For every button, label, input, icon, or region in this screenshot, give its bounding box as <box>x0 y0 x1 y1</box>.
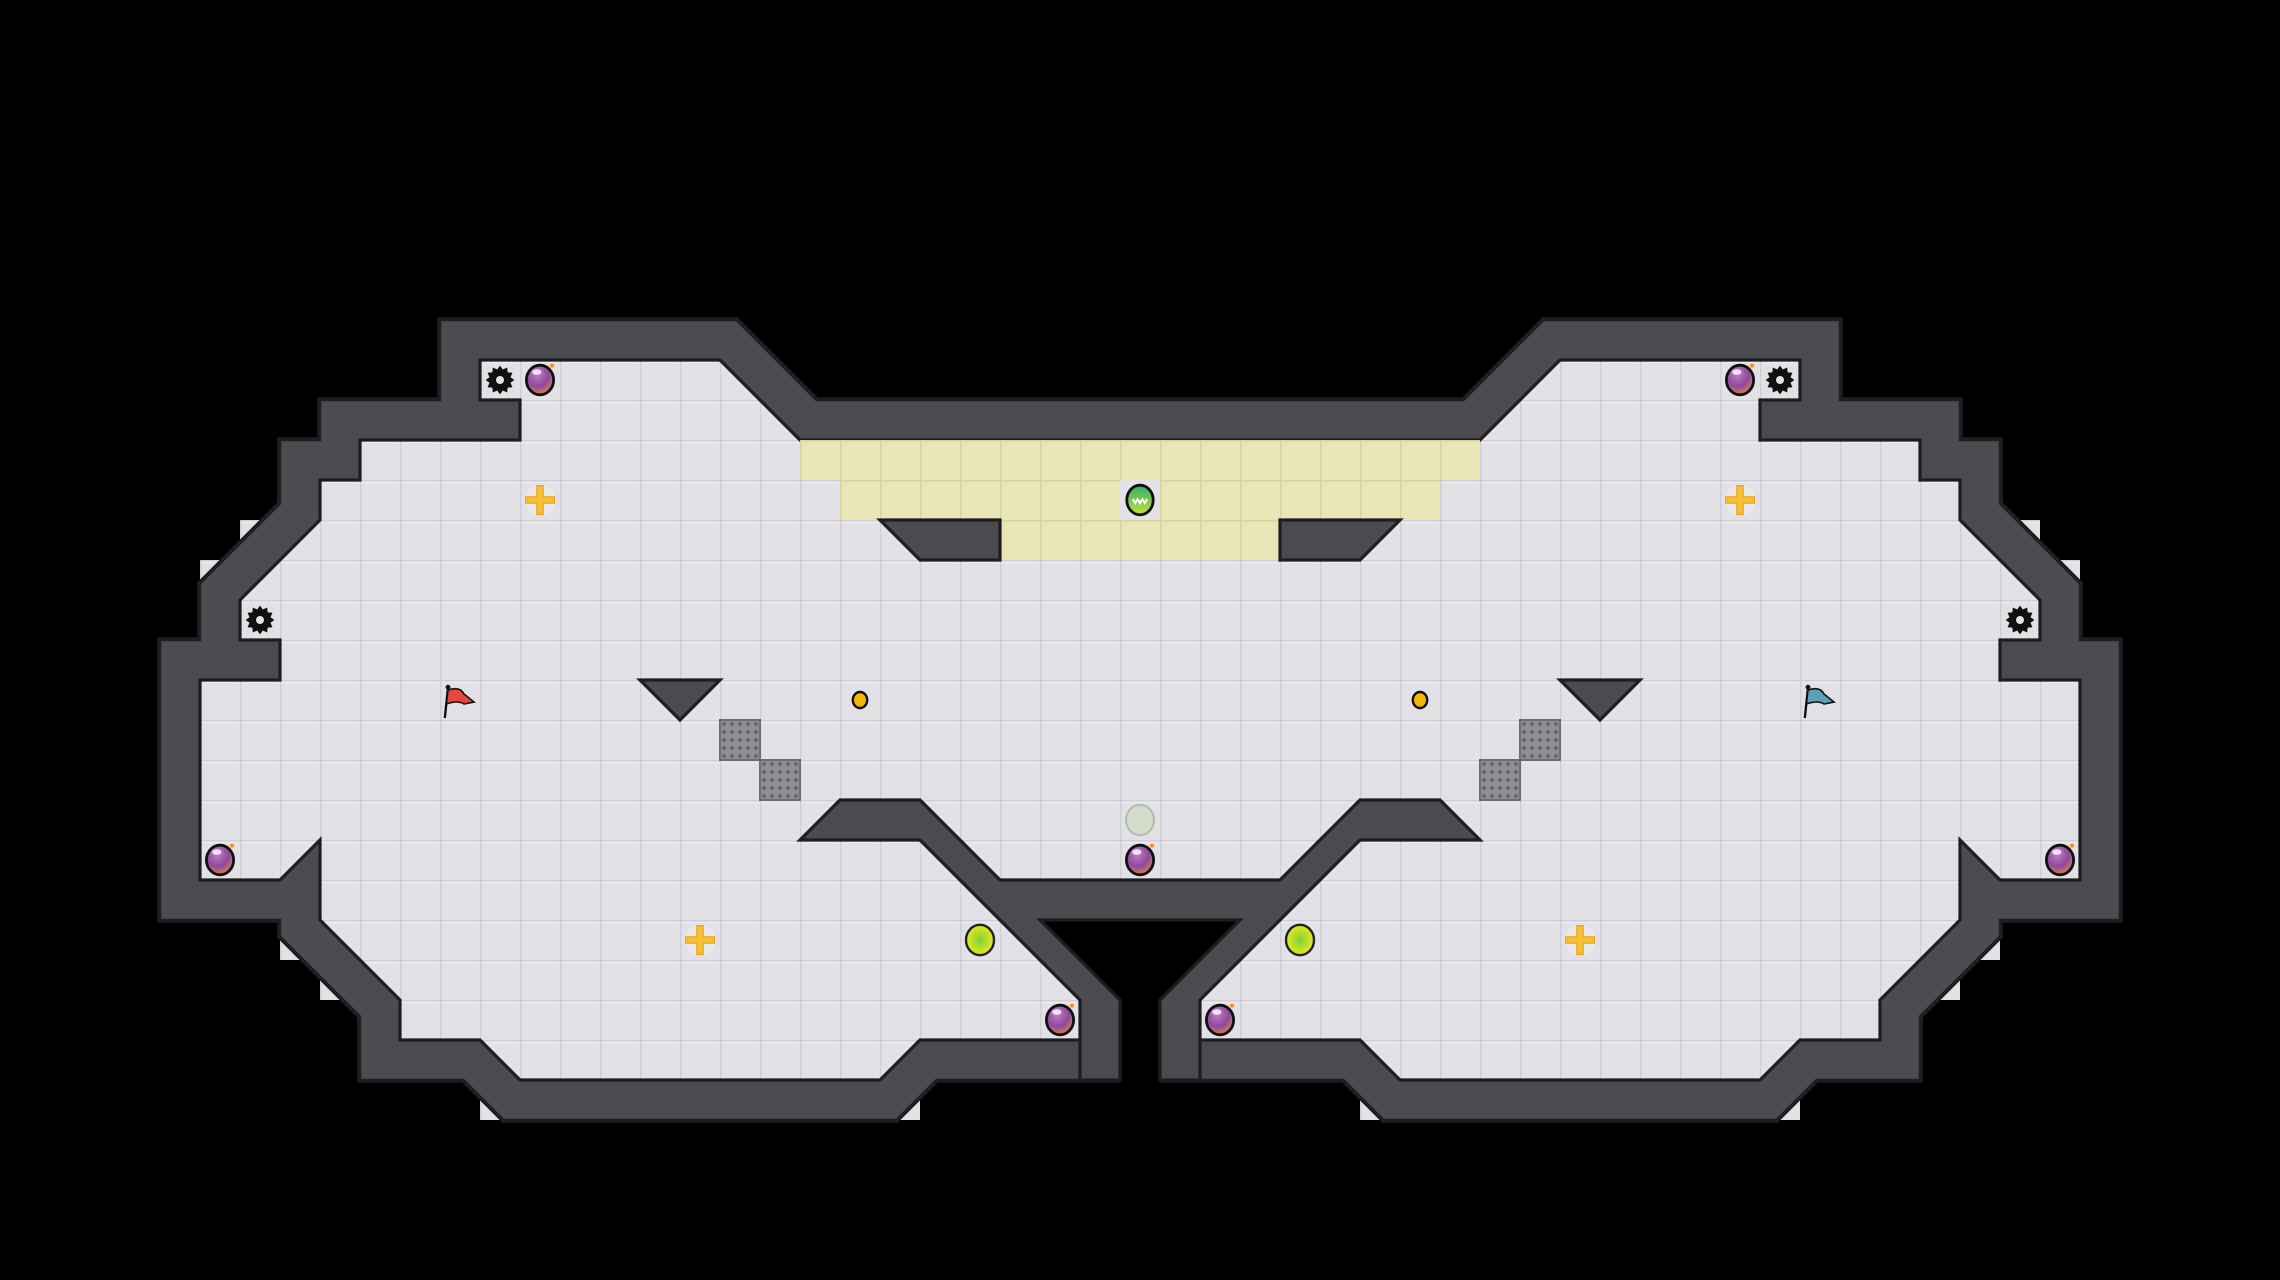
blue-flag-icon <box>1803 684 1836 719</box>
wall-block <box>796 798 1484 1082</box>
bomb-icon <box>204 843 236 877</box>
neutral-zone-row <box>800 440 1480 480</box>
bomb-icon <box>2044 843 2076 877</box>
bomb-icon <box>1724 363 1756 397</box>
boost-icon <box>1724 484 1756 516</box>
spike-icon <box>1765 365 1795 395</box>
wall-block <box>1278 518 1404 562</box>
spike-icon <box>2005 605 2035 635</box>
bomb-icon <box>1204 1003 1236 1037</box>
bomb-icon <box>1044 1003 1076 1037</box>
entities <box>204 363 2076 1037</box>
boost-icon <box>684 924 716 956</box>
neutral-zone-row <box>1000 520 1280 560</box>
spike-icon <box>485 365 515 395</box>
button-icon <box>1411 690 1429 710</box>
speed-pad-icon <box>964 923 996 957</box>
wall-block <box>636 678 724 723</box>
wall-block <box>1556 678 1644 723</box>
inactive-portal-icon <box>1125 803 1155 837</box>
inner-walls <box>636 518 1644 1082</box>
button-icon <box>851 690 869 710</box>
bomb-icon <box>524 363 556 397</box>
gate-tile <box>719 719 761 761</box>
boost-icon <box>524 484 556 516</box>
gate-tile <box>759 759 801 801</box>
void-hole <box>1040 920 1240 1128</box>
red-flag-icon <box>443 684 476 719</box>
boost-icon <box>1564 924 1596 956</box>
gates <box>719 719 1561 801</box>
spike-icon <box>245 605 275 635</box>
gate-tile <box>1519 719 1561 761</box>
speed-pad-icon <box>1284 923 1316 957</box>
gate-tile <box>1479 759 1521 801</box>
wall-block <box>876 518 1002 562</box>
bomb-icon <box>1124 843 1156 877</box>
powerup-icon <box>1120 480 1160 520</box>
